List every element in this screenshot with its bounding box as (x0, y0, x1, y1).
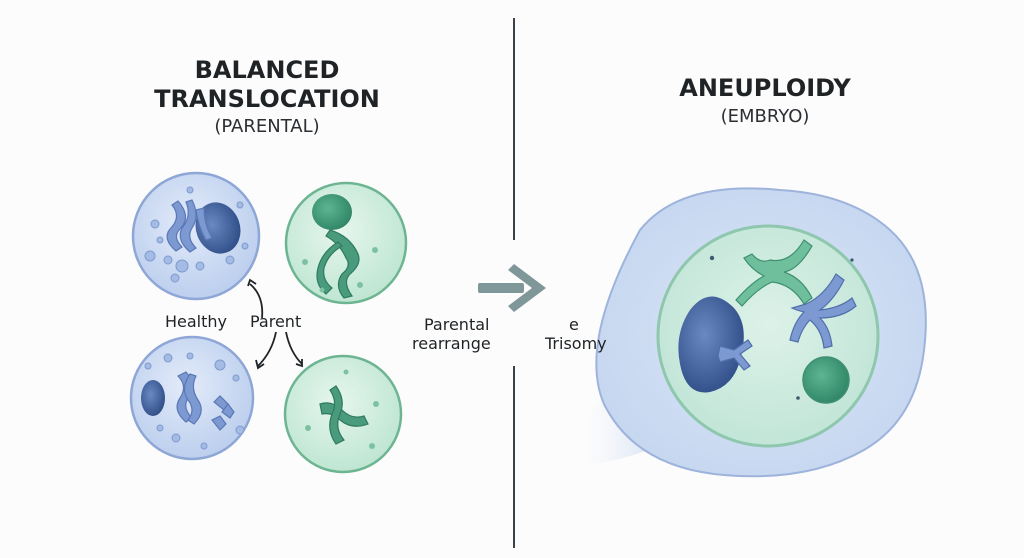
right-title: ANEUPLOIDY (679, 74, 851, 102)
cell-bottom-left-blue (129, 335, 255, 461)
embryo-specks (709, 255, 854, 400)
chromosome-group (166, 199, 213, 253)
cell-top-right-green (284, 181, 408, 305)
left-subtitle: (PARENTAL) (214, 116, 320, 137)
chromosome-group (176, 371, 235, 431)
green-chromosome (735, 239, 813, 307)
embryo-nucleolus (802, 356, 850, 404)
left-title-line1: BALANCED (194, 56, 340, 84)
chromosome (325, 229, 360, 299)
label-rearrange: rearrange (412, 334, 491, 353)
cell-top-left-blue (131, 171, 261, 301)
vesicles (302, 247, 378, 293)
arrow-to-top-left (249, 283, 264, 319)
vesicles (305, 369, 379, 449)
right-subtitle: (EMBRYO) (720, 106, 810, 127)
label-healthy: Healthy (165, 312, 228, 331)
blue-chromosome (717, 339, 753, 371)
cell-bottom-right-green (283, 354, 403, 474)
label-trisomy: Trisomy (545, 334, 607, 353)
extra-blue-chromosome (789, 273, 857, 349)
panel-divider-bottom (513, 366, 515, 548)
label-parent: Parent (250, 312, 302, 331)
arrow-head (255, 359, 265, 370)
vesicles (144, 352, 245, 450)
panel-divider-top (513, 18, 515, 240)
left-title-line2: TRANSLOCATION (154, 85, 380, 113)
embryo-nucleus (678, 296, 744, 393)
arrow-to-bottom-right (285, 331, 303, 365)
vesicles (144, 186, 249, 283)
nucleus (195, 202, 241, 254)
label-trisomy-prefix: e (569, 315, 579, 334)
arrow-head (247, 278, 257, 287)
label-parental: Parental (424, 315, 490, 334)
progression-arrow (478, 264, 546, 312)
arrow-head (295, 359, 303, 368)
chromosome (329, 385, 345, 445)
nucleus (312, 194, 352, 230)
chromosome (316, 241, 343, 295)
arrow-to-bottom-left (257, 331, 277, 367)
embryo-cell (582, 187, 927, 478)
nucleus (141, 380, 165, 416)
transition-arrows (247, 278, 303, 370)
